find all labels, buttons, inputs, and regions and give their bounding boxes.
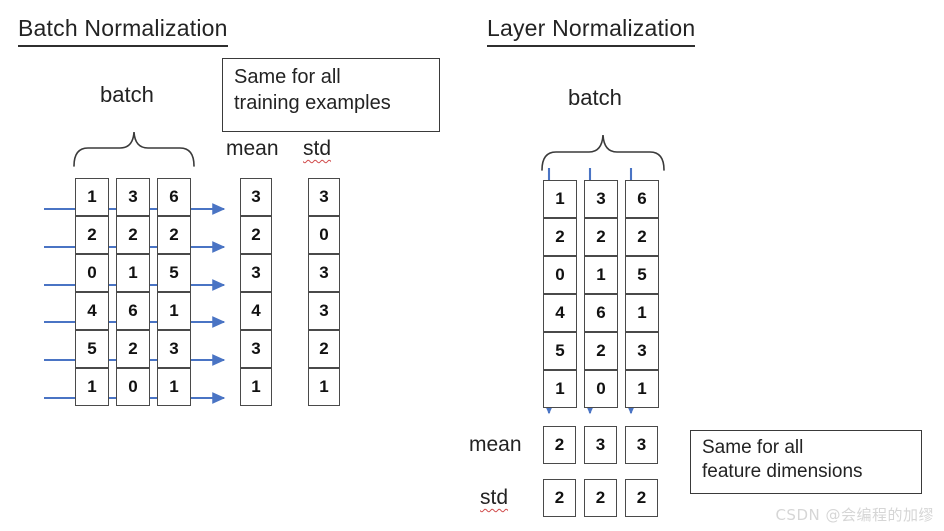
- ln-cell-5-0: 1: [543, 370, 577, 408]
- batch-norm-std-label: std: [303, 137, 332, 160]
- bn-cell-5-1: 0: [116, 368, 150, 406]
- batch-norm-mean-label: mean: [226, 137, 279, 160]
- bn-mean-cell-2: 3: [240, 254, 272, 292]
- ln-std-cell-1: 2: [584, 479, 617, 517]
- batch-norm-callout: Same for all training examples: [222, 58, 440, 132]
- bn-cell-4-2: 3: [157, 330, 191, 368]
- bn-cell-3-2: 1: [157, 292, 191, 330]
- bn-cell-4-0: 5: [75, 330, 109, 368]
- bn-std-cell-5: 1: [308, 368, 340, 406]
- bn-cell-4-1: 2: [116, 330, 150, 368]
- bn-std-cell-0: 3: [308, 178, 340, 216]
- bn-mean-cell-1: 2: [240, 216, 272, 254]
- bn-std-cell-1: 0: [308, 216, 340, 254]
- bn-std-cell-3: 3: [308, 292, 340, 330]
- bn-cell-3-0: 4: [75, 292, 109, 330]
- bn-std-cell-2: 3: [308, 254, 340, 292]
- bn-cell-0-1: 3: [116, 178, 150, 216]
- ln-cell-5-1: 0: [584, 370, 618, 408]
- layer-norm-callout: Same for all feature dimensions: [690, 430, 922, 494]
- ln-cell-4-2: 3: [625, 332, 659, 370]
- ln-mean-cell-1: 3: [584, 426, 617, 464]
- bn-mean-cell-5: 1: [240, 368, 272, 406]
- ln-cell-2-2: 5: [625, 256, 659, 294]
- ln-cell-0-1: 3: [584, 180, 618, 218]
- bn-cell-5-2: 1: [157, 368, 191, 406]
- ln-cell-4-0: 5: [543, 332, 577, 370]
- layer-norm-title: Layer Normalization: [487, 15, 696, 47]
- bn-std-cell-4: 2: [308, 330, 340, 368]
- bn-mean-cell-3: 4: [240, 292, 272, 330]
- ln-cell-0-0: 1: [543, 180, 577, 218]
- ln-cell-3-1: 6: [584, 294, 618, 332]
- bn-cell-0-0: 1: [75, 178, 109, 216]
- bn-cell-1-0: 2: [75, 216, 109, 254]
- bn-mean-cell-0: 3: [240, 178, 272, 216]
- ln-cell-2-1: 1: [584, 256, 618, 294]
- bn-cell-2-0: 0: [75, 254, 109, 292]
- bn-cell-3-1: 6: [116, 292, 150, 330]
- batch-norm-title: Batch Normalization: [18, 15, 228, 47]
- ln-cell-1-0: 2: [543, 218, 577, 256]
- csdn-watermark: CSDN @会编程的加缪: [775, 506, 934, 524]
- ln-mean-cell-2: 3: [625, 426, 658, 464]
- ln-std-cell-2: 2: [625, 479, 658, 517]
- ln-std-cell-0: 2: [543, 479, 576, 517]
- ln-cell-4-1: 2: [584, 332, 618, 370]
- ln-cell-3-0: 4: [543, 294, 577, 332]
- ln-cell-1-2: 2: [625, 218, 659, 256]
- bn-cell-0-2: 6: [157, 178, 191, 216]
- bn-cell-2-2: 5: [157, 254, 191, 292]
- batch-norm-batch-label: batch: [100, 82, 154, 107]
- bn-mean-cell-4: 3: [240, 330, 272, 368]
- batch-norm-brace-icon: [73, 131, 195, 167]
- bn-cell-5-0: 1: [75, 368, 109, 406]
- layer-norm-batch-label: batch: [568, 85, 622, 110]
- bn-cell-1-1: 2: [116, 216, 150, 254]
- ln-cell-1-1: 2: [584, 218, 618, 256]
- bn-cell-2-1: 1: [116, 254, 150, 292]
- bn-cell-1-2: 2: [157, 216, 191, 254]
- layer-norm-std-label: std: [480, 486, 509, 509]
- ln-cell-2-0: 0: [543, 256, 577, 294]
- ln-mean-cell-0: 2: [543, 426, 576, 464]
- ln-cell-5-2: 1: [625, 370, 659, 408]
- layer-norm-brace-icon: [541, 134, 665, 171]
- ln-cell-3-2: 1: [625, 294, 659, 332]
- layer-norm-mean-label: mean: [469, 433, 522, 456]
- ln-cell-0-2: 6: [625, 180, 659, 218]
